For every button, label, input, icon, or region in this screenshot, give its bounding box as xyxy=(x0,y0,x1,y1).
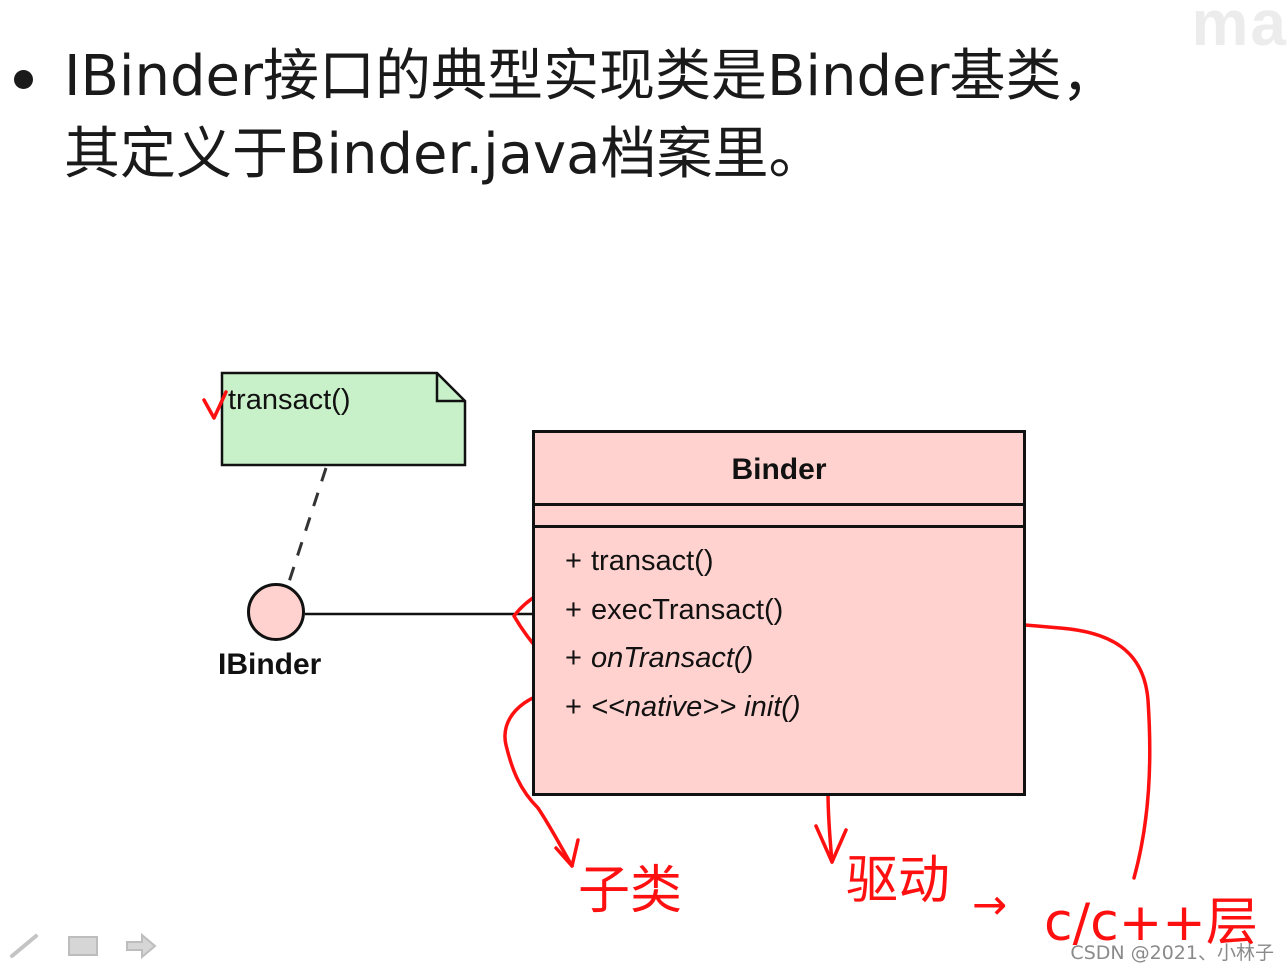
annotation-driver: 驱动 xyxy=(846,851,951,911)
corner-logo-fragment: ma xyxy=(1191,0,1288,59)
next-arrow-icon[interactable] xyxy=(124,932,158,960)
slide-icon[interactable] xyxy=(66,932,100,960)
pen-icon[interactable] xyxy=(6,932,40,960)
method-visibility: + xyxy=(565,642,582,674)
slideshow-toolbar xyxy=(0,928,200,964)
annotation-arrow: → xyxy=(972,880,1008,929)
check-mark xyxy=(202,390,228,420)
csdn-watermark: CSDN @2021、小林子 xyxy=(1070,942,1274,964)
note-fold xyxy=(435,373,465,403)
annotation-subclass: 子类 xyxy=(578,861,683,921)
arrow-head-driver xyxy=(814,824,848,864)
bullet-text: IBinder接口的典型实现类是Binder基类， 其定义于Binder.jav… xyxy=(64,38,1264,194)
curve-to-subclass xyxy=(503,688,574,868)
method-item: + execTransact() xyxy=(565,594,801,643)
method-name: <<native>> init() xyxy=(591,690,801,723)
note-text: transact() xyxy=(228,384,351,416)
method-item: + transact() xyxy=(565,545,801,594)
method-visibility: + xyxy=(565,593,582,626)
method-visibility: + xyxy=(565,690,582,723)
bullet-dot-icon xyxy=(14,70,33,89)
attributes-divider xyxy=(535,503,1023,506)
method-visibility: + xyxy=(565,545,582,577)
note-link-dashed xyxy=(286,467,328,586)
bullet-line-2: 其定义于Binder.java档案里。 xyxy=(64,122,825,187)
arrow-head-subclass xyxy=(554,838,580,868)
annotation-native-layer: c/c++层 xyxy=(1044,893,1258,953)
note-shape xyxy=(220,371,467,467)
bullet-line-1: IBinder接口的典型实现类是Binder基类， xyxy=(64,44,1118,109)
binder-class-box: Binder + transact() + execTransact() + onTr… xyxy=(532,430,1026,796)
interface-label: IBinder xyxy=(218,648,322,681)
method-name: execTransact() xyxy=(591,593,784,626)
bullet-point: IBinder接口的典型实现类是Binder基类， 其定义于Binder.jav… xyxy=(14,38,1264,194)
methods-divider xyxy=(535,525,1023,528)
class-name: Binder xyxy=(731,453,827,486)
method-name: transact() xyxy=(591,545,714,577)
interface-lollipop xyxy=(247,583,305,641)
method-list: + transact() + execTransact() + onTransact(… xyxy=(565,545,801,739)
method-name: onTransact() xyxy=(591,642,754,674)
method-item: + onTransact() xyxy=(565,642,801,691)
method-item: + <<native>> init() xyxy=(565,691,801,740)
